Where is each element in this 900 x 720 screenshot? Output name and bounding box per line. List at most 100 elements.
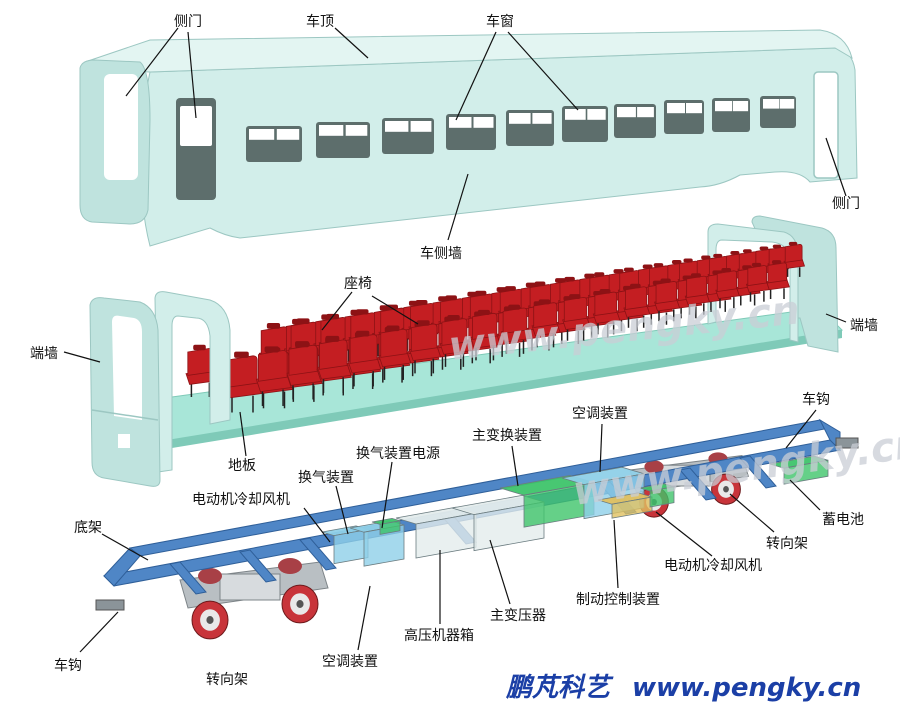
seat-back xyxy=(716,270,738,293)
label-underframe: 底架 xyxy=(74,520,102,536)
seat-headrest xyxy=(788,241,798,246)
seat-headrest xyxy=(742,249,752,253)
seat-headrest xyxy=(653,263,664,268)
label-floor: 地板 xyxy=(228,458,256,474)
seat-headrest xyxy=(721,268,732,273)
label-main-converter: 主变换装置 xyxy=(472,427,542,444)
seat-headrest xyxy=(325,335,340,342)
window-glass-7 xyxy=(617,107,636,118)
seat-headrest xyxy=(295,341,310,348)
seat-headrest xyxy=(386,325,400,332)
seat-headrest xyxy=(594,272,605,277)
window-glass-b-6 xyxy=(587,109,606,120)
window-glass-b-7 xyxy=(637,107,654,118)
seat-headrest xyxy=(772,244,782,249)
label-side-door-right: 侧门 xyxy=(832,196,860,212)
window-glass-b-4 xyxy=(473,117,494,128)
window-glass-4 xyxy=(449,117,472,128)
seat-headrest xyxy=(296,318,310,324)
seat-back xyxy=(502,307,528,334)
seat-back xyxy=(533,302,558,328)
seat-70 xyxy=(783,241,806,277)
bogie-left-wheel-rear-axle xyxy=(296,600,304,608)
seat-back xyxy=(288,344,318,376)
seat-31 xyxy=(439,315,472,367)
seat-back xyxy=(686,275,708,299)
seat-headrest xyxy=(569,294,581,299)
window-glass-5 xyxy=(509,113,531,124)
seat-headrest xyxy=(475,290,487,296)
bogie-left-wheel-front-axle xyxy=(206,616,214,624)
window-glass-b-9 xyxy=(732,101,749,112)
seat-headrest xyxy=(266,323,281,329)
label-battery: 蓄电池 xyxy=(822,512,864,528)
seat-back xyxy=(747,265,767,287)
seat-back xyxy=(187,347,214,376)
bogie-right-spring-a xyxy=(644,460,664,474)
seat-headrest xyxy=(525,282,537,288)
seat-39 xyxy=(500,304,531,354)
window-glass-b-5 xyxy=(532,113,552,124)
frame-cross-2 xyxy=(239,549,277,583)
coupler-left xyxy=(95,599,125,611)
label-motor-fan-right: 电动机冷却风机 xyxy=(664,558,762,574)
label-vent-unit: 换气装置 xyxy=(298,469,354,486)
seat-back xyxy=(441,318,468,346)
bogie-left-spring-b xyxy=(278,558,302,574)
brand-url: www.pengky.cn xyxy=(632,673,861,703)
label-brake-control: 制动控制装置 xyxy=(576,592,660,608)
window-glass-b-2 xyxy=(345,125,368,136)
side-door-left-glass xyxy=(180,106,212,146)
label-seat: 座椅 xyxy=(344,276,372,292)
seat-headrest xyxy=(660,278,671,283)
window-row xyxy=(246,96,796,162)
seat-headrest xyxy=(730,250,740,255)
motor-fan-right-box-front xyxy=(649,486,675,508)
seat-headrest xyxy=(534,281,546,287)
window-glass-6 xyxy=(565,109,586,120)
seat-headrest xyxy=(771,260,782,265)
label-vent-power: 换气装置电源 xyxy=(356,445,440,462)
seat-back xyxy=(257,350,288,382)
battery-box-front xyxy=(783,459,829,485)
end-wall-left-inner xyxy=(154,291,231,473)
seat-headrest xyxy=(599,288,611,294)
label-roof: 车顶 xyxy=(306,13,334,30)
seat-headrest xyxy=(356,309,369,315)
label-coupler-right: 车钩 xyxy=(802,391,830,408)
seat-7 xyxy=(255,346,292,406)
seat-headrest xyxy=(193,344,206,351)
window-glass-b-8 xyxy=(686,103,702,114)
seat-headrest xyxy=(445,295,457,301)
left-end-door-opening xyxy=(104,74,138,180)
frame-cross-6 xyxy=(679,467,717,501)
brake-control-box-front xyxy=(611,496,653,519)
seat-19 xyxy=(347,330,382,387)
seat-headrest xyxy=(671,260,682,265)
seat-headrest xyxy=(264,346,279,353)
seat-headrest xyxy=(477,309,490,316)
seat-back xyxy=(319,339,348,370)
motor-fan-left-box-front xyxy=(333,529,369,565)
window-glass-10 xyxy=(763,99,780,109)
brand-name: 鹏芃科艺 xyxy=(505,673,614,703)
seat-headrest xyxy=(713,253,723,258)
seat-72 xyxy=(766,260,790,300)
label-side-door-left: 侧门 xyxy=(174,14,202,30)
frame-cross-7 xyxy=(739,455,777,489)
seat-rows xyxy=(185,241,806,413)
end-wall-left-small-window xyxy=(118,434,130,448)
label-motor-fan-left: 电动机冷却风机 xyxy=(192,492,290,508)
seat-headrest xyxy=(751,262,762,267)
seat-back xyxy=(767,262,788,284)
label-side-wall: 车侧墙 xyxy=(420,245,462,262)
seat-51 xyxy=(592,288,621,335)
seat-headrest xyxy=(416,320,430,326)
seat-47 xyxy=(562,294,591,341)
seat-headrest xyxy=(642,264,653,269)
seat-headrest xyxy=(538,299,551,305)
label-ac-unit-top: 空调装置 xyxy=(572,406,628,422)
vent-power-box-front xyxy=(379,520,401,535)
frame-cross-1 xyxy=(169,561,207,595)
